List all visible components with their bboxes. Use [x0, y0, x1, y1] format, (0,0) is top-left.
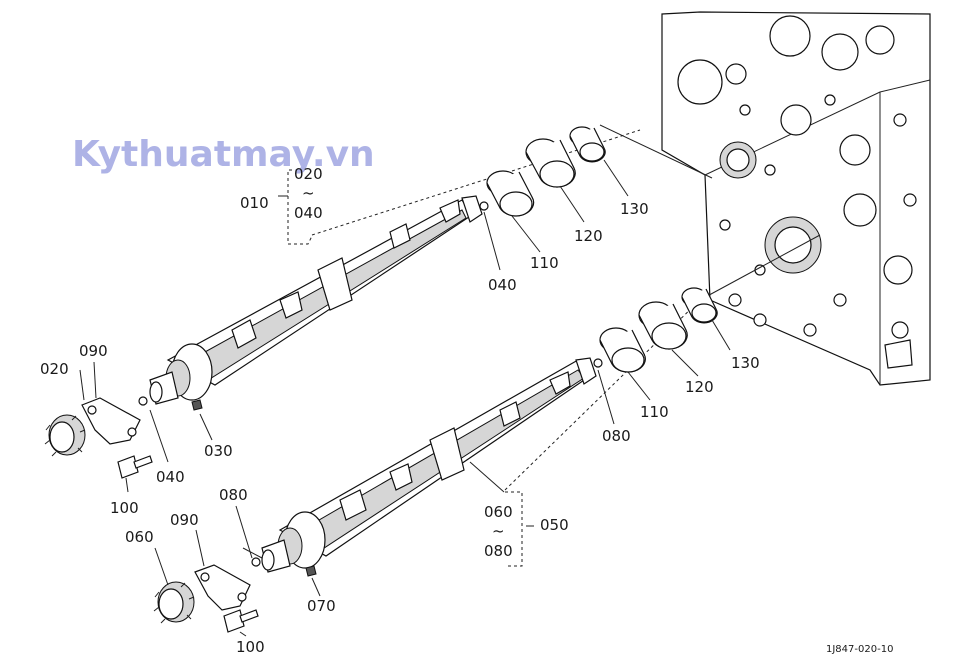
- label-040-range-end: 040: [294, 204, 323, 222]
- label-080-left: 080: [219, 486, 248, 504]
- label-040-right: 040: [488, 276, 517, 294]
- label-060: 060: [125, 528, 154, 546]
- label-100-upper: 100: [110, 499, 139, 517]
- bushing-130-upper: [569, 126, 606, 163]
- bushing-110-upper: [486, 170, 535, 217]
- bushing-110-lower: [599, 327, 646, 373]
- label-120-lower: 120: [685, 378, 714, 396]
- label-080-right: 080: [602, 427, 631, 445]
- watermark-text: Kythuatmay.vn: [72, 134, 375, 175]
- key-070: [305, 565, 317, 577]
- label-020: 020: [40, 360, 69, 378]
- label-120-upper: 120: [574, 227, 603, 245]
- label-040-left: 040: [156, 468, 185, 486]
- ball-040-upper: [479, 201, 489, 211]
- label-130-lower: 130: [731, 354, 760, 372]
- gear-020: [44, 414, 86, 457]
- label-tilde-lower: ~: [492, 522, 505, 540]
- label-050: 050: [540, 516, 569, 534]
- bushing-120-upper: [525, 138, 576, 188]
- label-tilde-upper: ~: [302, 184, 315, 202]
- label-010: 010: [240, 194, 269, 212]
- camshaft-upper: [149, 195, 483, 405]
- label-080-range-end: 080: [484, 542, 513, 560]
- label-100-lower: 100: [236, 638, 265, 656]
- ball-080-upper: [593, 358, 603, 368]
- gear-060: [153, 581, 195, 624]
- label-090-upper: 090: [79, 342, 108, 360]
- ball-080-left: [251, 557, 261, 567]
- label-070: 070: [307, 597, 336, 615]
- label-030: 030: [204, 442, 233, 460]
- key-030: [191, 399, 203, 411]
- leader-lines: [79, 159, 731, 637]
- thrust-plate-090-lower: [194, 564, 251, 611]
- label-110-upper: 110: [530, 254, 559, 272]
- bolt-100-lower: [223, 609, 259, 633]
- bushing-120-lower: [638, 301, 688, 350]
- engine-block: [661, 11, 931, 386]
- camshaft-lower: [261, 357, 597, 573]
- ball-040-left: [138, 396, 148, 406]
- label-020-range-start: 020: [294, 165, 323, 183]
- label-130-upper: 130: [620, 200, 649, 218]
- drawing-code: 1J847-020-10: [826, 644, 893, 655]
- bolt-100-upper: [117, 455, 153, 479]
- label-110-lower: 110: [640, 403, 669, 421]
- label-060-range-start: 060: [484, 503, 513, 521]
- label-090-lower: 090: [170, 511, 199, 529]
- bushing-130-lower: [681, 287, 718, 324]
- thrust-plate-090-upper: [81, 397, 141, 445]
